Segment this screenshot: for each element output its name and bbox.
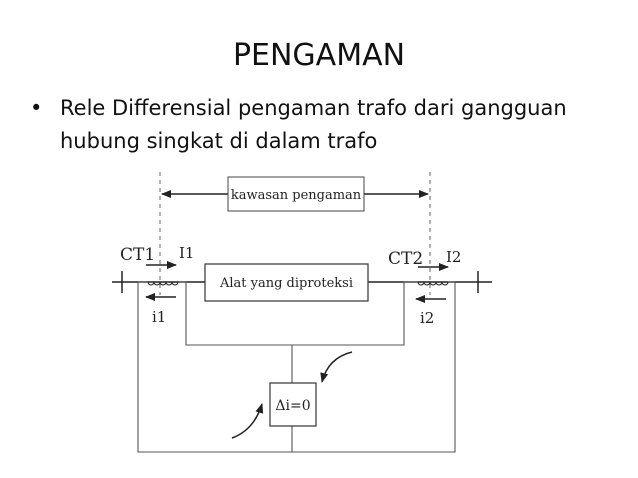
secondary-current-1-label: i1 [152, 308, 166, 326]
bullet-marker: • [30, 96, 43, 120]
zone-label-box [227, 176, 365, 212]
secondary-circuit [137, 281, 456, 453]
differential-relay-box [269, 382, 317, 427]
ct2-coil [417, 281, 449, 286]
primary-current-2-label: I2 [446, 248, 461, 266]
protected-equipment-label: Alat yang diproteksi [219, 276, 353, 291]
curved-arrow-upper [320, 351, 353, 383]
curved-arrow-lower [231, 403, 264, 439]
ct2-label: CT2 [388, 249, 423, 269]
zone-label: kawasan pengaman [231, 188, 362, 203]
ct1-label: CT1 [120, 245, 155, 265]
slide-title: PENGAMAN [232, 38, 406, 73]
ct1-coil [147, 281, 179, 286]
primary-current-1-label: I1 [179, 244, 194, 262]
secondary-current-2-label: i2 [420, 309, 434, 327]
differential-relay-label: Δi=0 [275, 398, 310, 414]
bullet-text: Rele Differensial pengaman trafo dari ga… [60, 96, 567, 153]
protected-equipment-box [204, 263, 369, 302]
